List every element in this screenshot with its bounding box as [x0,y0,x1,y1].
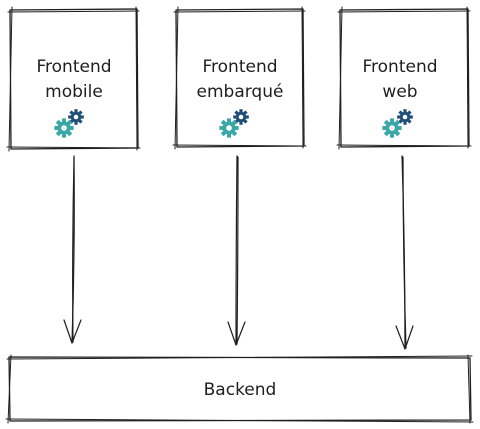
frontend-box-web: Frontend web [336,6,472,150]
gears-icon [54,109,84,138]
gears-icon [219,109,249,138]
frontend-web-line1: Frontend [362,57,437,77]
backend-box: Backend [5,354,474,424]
frontend-mobile-line1: Frontend [36,57,111,77]
frontend-embarque-line1: Frontend [202,57,277,77]
frontend-web-line2: web [382,82,417,102]
frontend-embarque-line2: embarqué [197,82,284,102]
arrow-web-to-backend [395,155,414,350]
arrow-mobile-to-backend [63,155,82,344]
gears-icon [382,109,413,138]
frontend-mobile-line2: mobile [45,82,103,102]
arrow-embarque-to-backend [227,155,246,346]
frontend-box-embarque: Frontend embarqué [172,6,307,150]
backend-label: Backend [204,380,277,400]
frontend-box-mobile: Frontend mobile [6,6,141,152]
